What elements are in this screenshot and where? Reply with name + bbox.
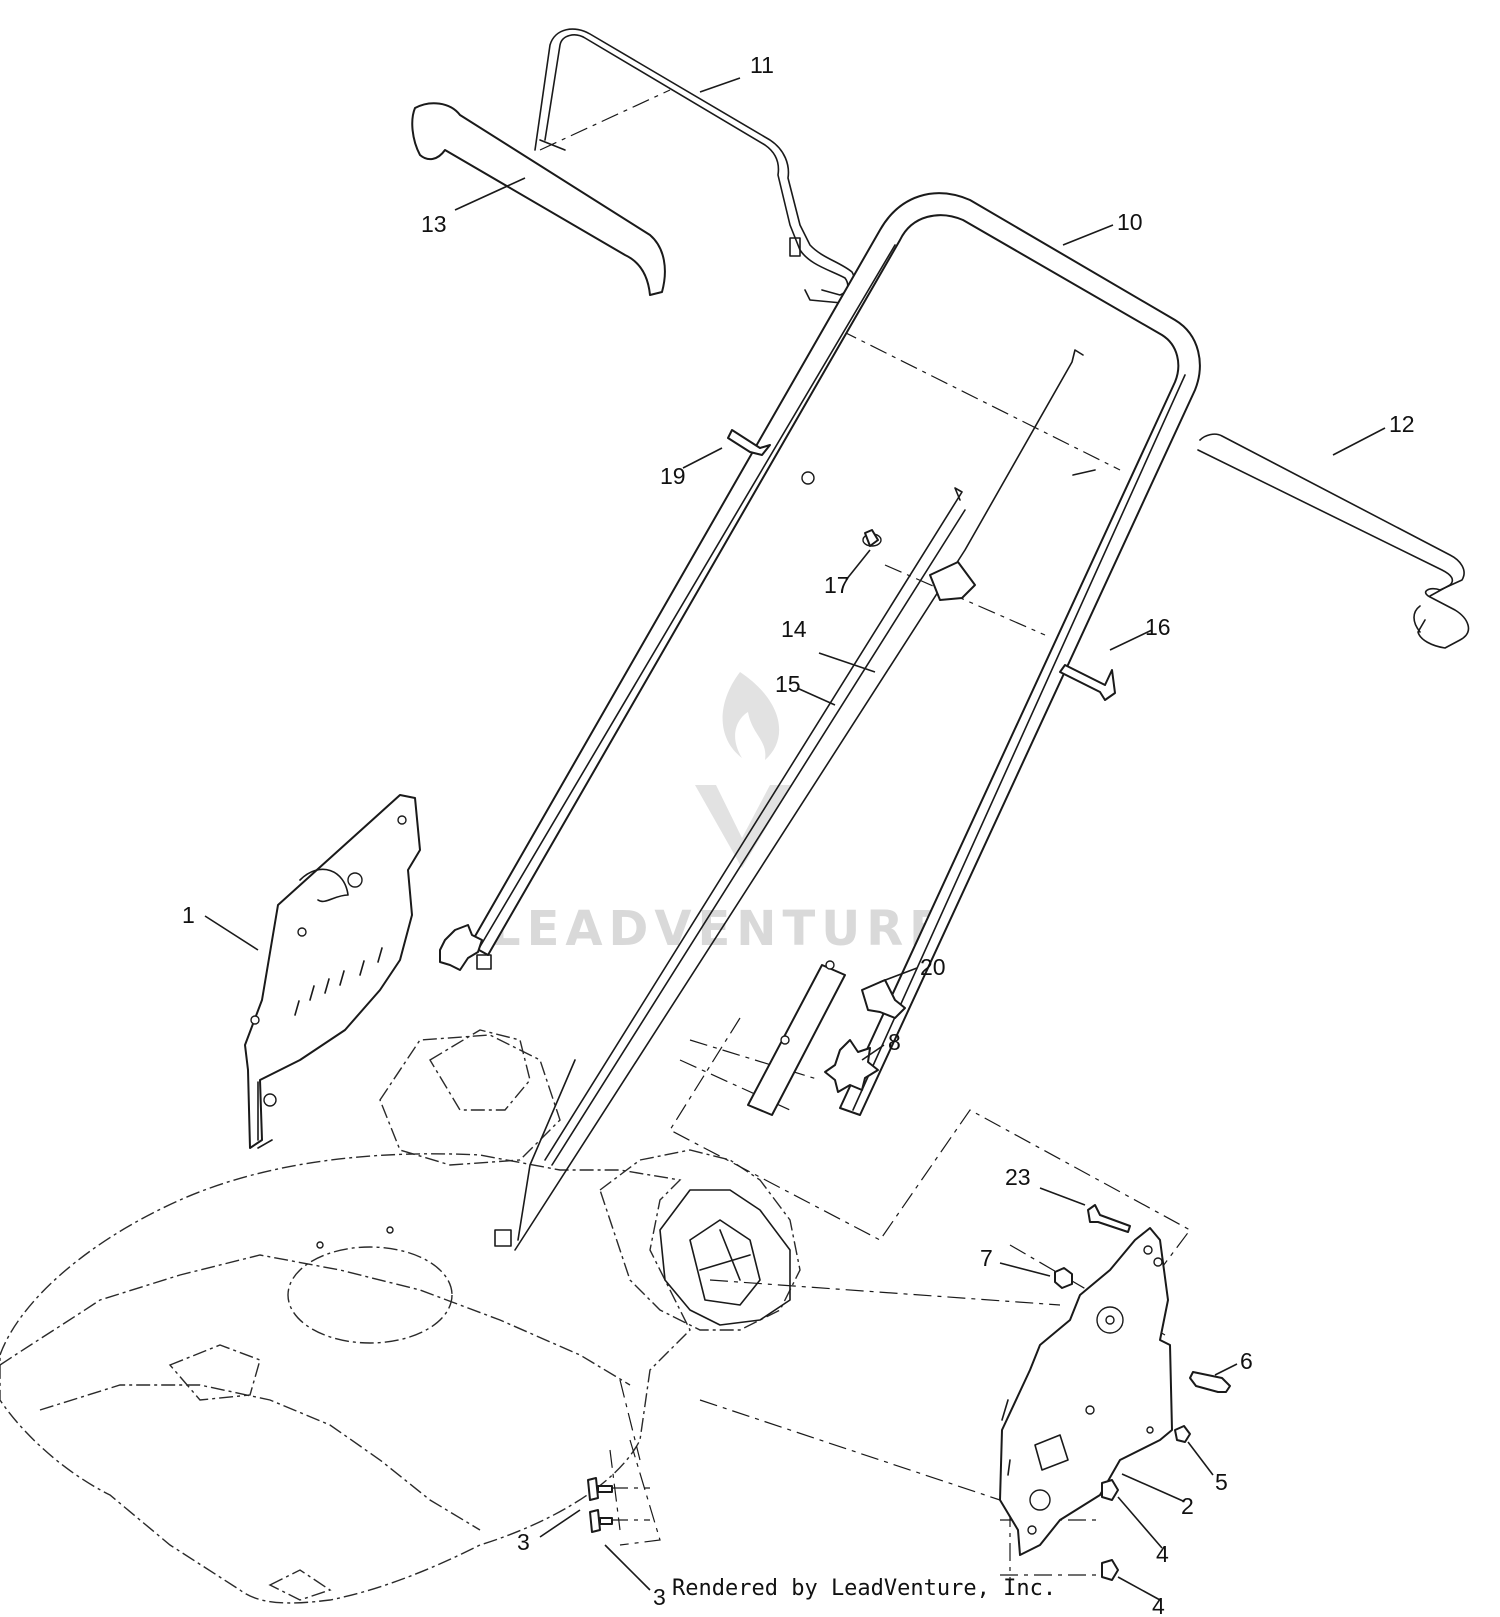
callout-3-lower: 3 xyxy=(653,1584,666,1610)
callout-2: 2 xyxy=(1181,1493,1194,1519)
lower-handle-section xyxy=(747,960,846,1116)
leader-lines xyxy=(204,77,1386,1601)
callout-labels: 1 2 3 3 4 4 5 6 7 8 10 11 12 13 14 15 16… xyxy=(182,52,1415,1617)
callout-15: 15 xyxy=(775,671,801,697)
part-8-knobs xyxy=(439,924,879,1093)
callout-7: 7 xyxy=(980,1245,993,1271)
parts-14-15-cables xyxy=(514,349,1084,1251)
callout-3-upper: 3 xyxy=(517,1529,530,1555)
watermark-flame-icon xyxy=(722,672,780,760)
part-1-left-plate xyxy=(244,794,421,1149)
part-20-spacer xyxy=(861,979,906,1019)
callout-23: 23 xyxy=(1005,1164,1031,1190)
part-16-17-clamp-hardware xyxy=(862,529,1116,701)
callout-6: 6 xyxy=(1240,1348,1253,1374)
watermark-v-icon xyxy=(695,785,792,868)
part-12-lower-bail xyxy=(1197,433,1470,649)
watermark: LEADVENTURE xyxy=(490,672,948,957)
callout-16: 16 xyxy=(1145,614,1171,640)
callout-14: 14 xyxy=(781,616,807,642)
part-13-hand-grip xyxy=(411,102,666,296)
callout-1: 1 xyxy=(182,902,195,928)
callout-12: 12 xyxy=(1389,411,1415,437)
callout-10: 10 xyxy=(1117,209,1143,235)
callout-13: 13 xyxy=(421,211,447,237)
part-10-upper-handle xyxy=(469,192,1201,1116)
watermark-text: LEADVENTURE xyxy=(490,901,948,957)
hardware-parts xyxy=(587,1204,1231,1581)
callout-17: 17 xyxy=(824,572,850,598)
part-11-upper-bail xyxy=(534,28,856,304)
part-19-cable-clip xyxy=(727,429,815,485)
callout-5: 5 xyxy=(1215,1469,1228,1495)
part-2-right-plate xyxy=(999,1227,1173,1556)
callout-4-upper: 4 xyxy=(1156,1541,1169,1567)
callout-8: 8 xyxy=(888,1029,901,1055)
render-credit: Rendered by LeadVenture, Inc. xyxy=(672,1576,1057,1601)
callout-19: 19 xyxy=(660,463,686,489)
callout-20: 20 xyxy=(920,954,946,980)
callout-11: 11 xyxy=(750,52,774,78)
mower-deck-phantom xyxy=(0,1029,801,1604)
callout-4-lower: 4 xyxy=(1152,1593,1165,1617)
